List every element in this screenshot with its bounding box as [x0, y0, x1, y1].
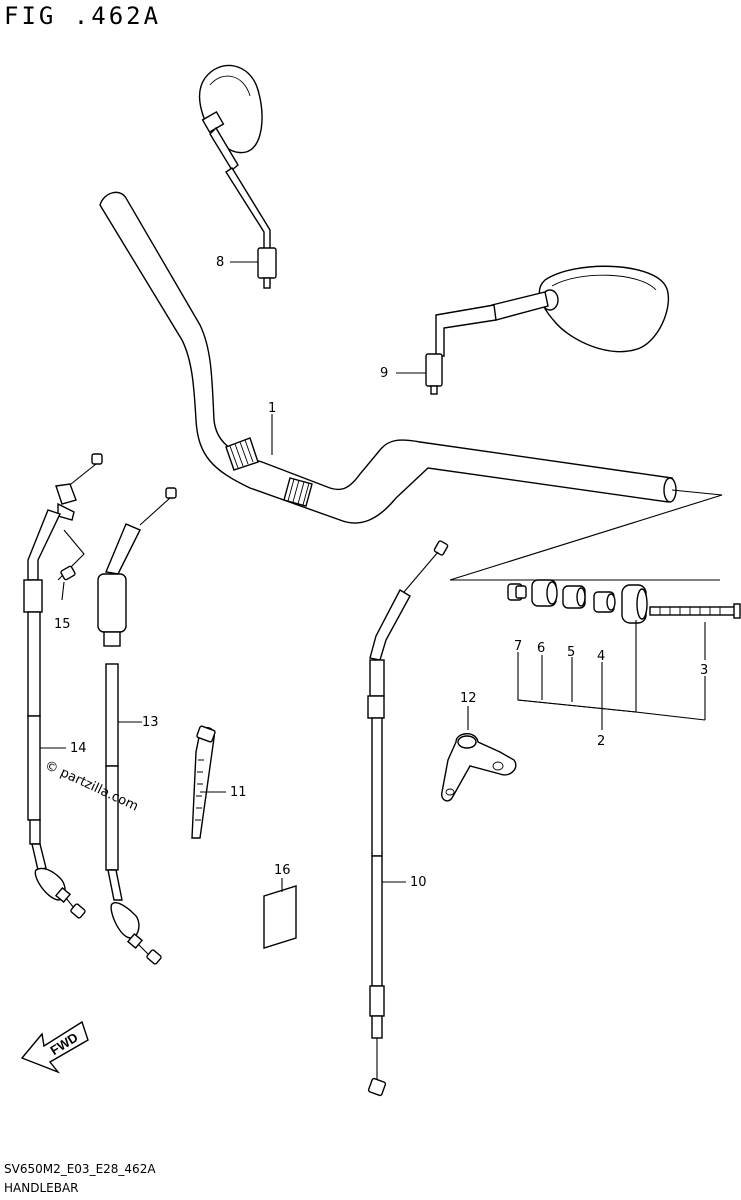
knurl-band-left: [225, 437, 259, 471]
callout-15: 15: [54, 617, 71, 632]
leaders-weight-set: [517, 620, 706, 730]
knurl-band-right: [283, 477, 313, 507]
label-part-16[interactable]: [263, 885, 297, 949]
collar-part-7[interactable]: [507, 583, 527, 601]
diagram-caption: HANDLEBAR: [4, 1181, 79, 1195]
callout-4: 4: [597, 649, 605, 664]
clutch-cable-part-10[interactable]: [367, 540, 449, 1097]
fwd-arrow-icon: FWD: [20, 1020, 89, 1074]
screw-part-15[interactable]: [57, 529, 85, 601]
spacer-part-5[interactable]: [562, 585, 586, 609]
weight-part-3[interactable]: [621, 584, 741, 624]
callout-11: 11: [230, 785, 247, 800]
callout-7: 7: [514, 639, 522, 654]
callout-13: 13: [142, 715, 159, 730]
mirror-left[interactable]: [198, 64, 277, 289]
throttle-cable-part-13[interactable]: [97, 487, 177, 965]
callout-3: 3: [700, 663, 708, 678]
callout-8: 8: [216, 255, 224, 270]
clamp-bracket-part-12[interactable]: [440, 733, 517, 802]
callout-5: 5: [567, 645, 575, 660]
callout-2: 2: [597, 734, 605, 749]
mirror-right[interactable]: [425, 265, 670, 395]
callout-1: 1: [268, 401, 276, 416]
callout-9: 9: [380, 366, 388, 381]
callout-16: 16: [274, 863, 291, 878]
throttle-cable-part-14[interactable]: [23, 453, 103, 919]
callout-6: 6: [537, 641, 545, 656]
figure-title: FIG .462A: [4, 2, 162, 30]
callout-12: 12: [460, 691, 477, 706]
cable-tie-part-11[interactable]: [191, 725, 216, 839]
handlebar-part[interactable]: [99, 191, 677, 524]
watermark: © partzilla.com: [42, 758, 140, 814]
diagram-code: SV650M2_E03_E28_462A: [4, 1162, 156, 1176]
explode-line: [449, 489, 723, 581]
spacer-part-6[interactable]: [531, 579, 558, 607]
spacer-part-4[interactable]: [593, 591, 616, 613]
callout-10: 10: [410, 875, 427, 890]
callout-14: 14: [70, 741, 87, 756]
